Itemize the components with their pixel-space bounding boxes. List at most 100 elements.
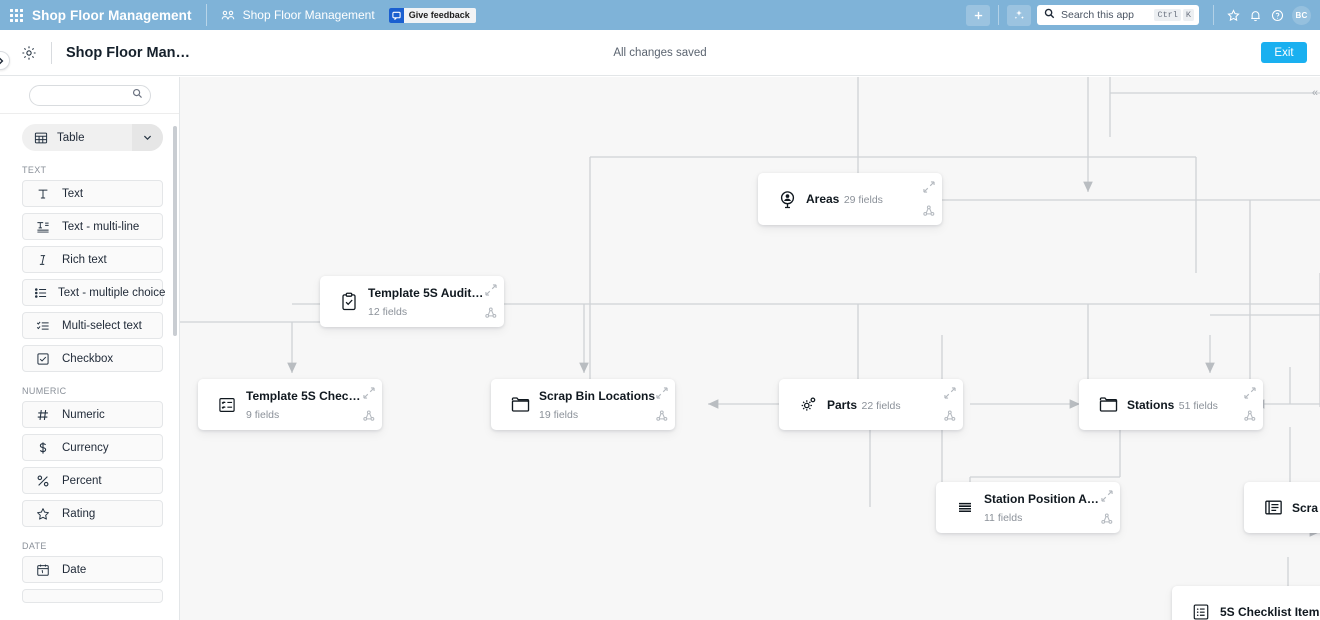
shortcut-ctrl: Ctrl <box>1154 9 1181 21</box>
schema-node-fieldcount: 19 fields <box>539 408 579 421</box>
header-divider <box>205 4 207 26</box>
field-type-checkbox[interactable]: Checkbox <box>22 345 163 372</box>
schema-node-text: Template 5S Chec… 9 fields <box>242 387 360 423</box>
relationship-icon[interactable] <box>1101 513 1113 525</box>
bell-icon[interactable] <box>1244 5 1266 26</box>
field-type-text[interactable]: Text <box>22 180 163 207</box>
group-label-numeric: NUMERIC <box>22 386 67 396</box>
expand-arrows-icon[interactable] <box>923 181 935 193</box>
exit-button[interactable]: Exit <box>1261 42 1307 63</box>
schema-node-template-5s-checklist[interactable]: Template 5S Chec… 9 fields <box>198 379 382 430</box>
schema-node-5s-checklist-item[interactable]: 5S Checklist Item <box>1172 586 1320 620</box>
editor-toolbar: Shop Floor Man… All changes saved Exit <box>0 30 1320 76</box>
field-type-multiple-choice[interactable]: Text - multiple choice <box>22 279 166 306</box>
schema-node-title: Template 5S Chec… <box>246 388 361 403</box>
field-type-rating[interactable]: Rating <box>22 500 163 527</box>
search-input[interactable]: Search this app Ctrl K <box>1037 5 1199 25</box>
field-type-currency[interactable]: Currency <box>22 434 163 461</box>
app-header-bar: Shop Floor Management Shop Floor Managem… <box>0 0 1320 30</box>
question-circle-icon[interactable] <box>1266 5 1288 26</box>
expand-arrows-icon[interactable] <box>656 387 668 399</box>
star-icon[interactable] <box>1222 5 1244 26</box>
object-type-selector[interactable]: Table <box>22 124 163 151</box>
schema-node-text: Areas 29 fields <box>802 190 916 208</box>
expand-arrows-icon[interactable] <box>1244 387 1256 399</box>
gear-icon[interactable] <box>21 45 37 61</box>
page-title[interactable]: Shop Floor Man… <box>66 44 191 61</box>
field-type-text-multi-line[interactable]: Text - multi-line <box>22 213 163 240</box>
chevrons-left-icon[interactable]: « <box>1311 87 1318 99</box>
field-type-multi-select[interactable]: Multi-select text <box>22 312 163 339</box>
schema-node-fieldcount: 22 fields <box>861 399 901 412</box>
search-shortcut: Ctrl K <box>1154 9 1194 21</box>
expand-arrows-icon[interactable] <box>944 387 956 399</box>
schema-node-actions <box>478 276 504 327</box>
schema-node-stations[interactable]: Stations 51 fields <box>1079 379 1263 430</box>
schema-node-scrap[interactable]: Scra 26 fi <box>1244 482 1320 533</box>
object-type-label: Table <box>57 131 85 144</box>
schema-node-fieldcount: 51 fields <box>1178 399 1218 412</box>
expand-arrows-icon[interactable] <box>485 284 497 296</box>
panel-scrollbar[interactable] <box>173 126 177 336</box>
field-type-date[interactable]: Date <box>22 556 163 583</box>
field-type-label: Rich text <box>62 253 107 266</box>
expand-arrows-icon[interactable] <box>363 387 375 399</box>
schema-node-areas[interactable]: Areas 29 fields <box>758 173 942 225</box>
field-type-label: Checkbox <box>62 352 114 365</box>
relationship-icon[interactable] <box>656 410 668 422</box>
schema-node-scrap-bin-locations[interactable]: Scrap Bin Locations 19 fields <box>491 379 675 430</box>
app-grid-icon[interactable] <box>10 8 23 22</box>
schema-node-station-position-a[interactable]: Station Position A… 11 fields <box>936 482 1120 533</box>
globe-icon <box>772 189 802 210</box>
schema-node-text: Stations 51 fields <box>1123 396 1237 414</box>
avatar[interactable]: BC <box>1292 5 1311 25</box>
group-label-date: DATE <box>22 541 47 551</box>
relationship-icon[interactable] <box>944 410 956 422</box>
field-type-label: Multi-select text <box>62 319 142 332</box>
relationship-icon[interactable] <box>1244 410 1256 422</box>
sparkle-icon[interactable] <box>1007 4 1031 26</box>
field-type-label: Text - multiple choice <box>58 286 166 299</box>
schema-node-template-5s-audit[interactable]: Template 5S Audit… 12 fields <box>320 276 504 327</box>
workspace-icon <box>221 9 235 21</box>
rows-icon <box>950 498 980 518</box>
field-type-rich-text[interactable]: Rich text <box>22 246 163 273</box>
give-feedback-label: Give feedback <box>408 10 470 20</box>
header-actions-divider <box>998 5 999 25</box>
search-placeholder: Search this app <box>1061 9 1134 21</box>
panel-scroll-area[interactable]: Table TEXT Text Text - multi-li <box>0 114 179 620</box>
schema-canvas[interactable]: « Areas 29 fields <box>180 77 1320 620</box>
schema-node-text: Station Position A… 11 fields <box>980 490 1099 526</box>
shortcut-key: K <box>1182 9 1194 21</box>
expand-arrows-icon[interactable] <box>1101 490 1113 502</box>
field-type-numeric[interactable]: Numeric <box>22 401 163 428</box>
plus-icon[interactable] <box>966 4 990 26</box>
chevron-down-icon[interactable] <box>132 124 163 151</box>
table-icon <box>34 131 48 145</box>
breadcrumb[interactable]: Shop Floor Management <box>242 8 375 22</box>
search-icon <box>132 86 143 104</box>
schema-node-parts[interactable]: Parts 22 fields <box>779 379 963 430</box>
schema-node-text: Template 5S Audit… 12 fields <box>364 284 483 320</box>
hash-icon <box>34 408 52 422</box>
relationship-links <box>180 77 1320 610</box>
relationship-icon[interactable] <box>923 205 935 217</box>
dollar-icon <box>34 441 52 455</box>
list-bullet-icon <box>34 286 48 300</box>
percent-icon <box>34 474 52 488</box>
schema-node-fieldcount: 11 fields <box>984 511 1023 524</box>
relationship-icon[interactable] <box>485 307 497 319</box>
give-feedback-button[interactable]: Give feedback <box>388 7 476 23</box>
toolbar-divider <box>51 41 52 64</box>
field-type-partial[interactable] <box>22 589 163 603</box>
schema-node-title: Scra <box>1292 500 1319 515</box>
schema-node-text: Parts 22 fields <box>823 396 937 414</box>
schema-node-text: Scrap Bin Locations 19 fields <box>535 387 655 423</box>
field-type-percent[interactable]: Percent <box>22 467 163 494</box>
panel-search-input[interactable] <box>28 84 151 106</box>
field-type-label: Date <box>62 563 87 576</box>
checklist-icon <box>212 395 242 415</box>
schema-node-text: 5S Checklist Item <box>1216 603 1320 620</box>
group-label-text: TEXT <box>22 165 47 175</box>
relationship-icon[interactable] <box>363 410 375 422</box>
